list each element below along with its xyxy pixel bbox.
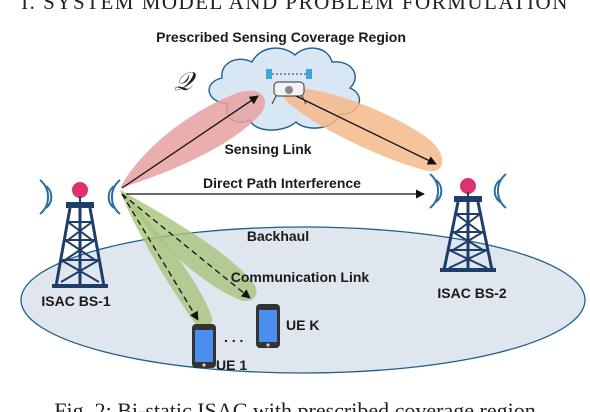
sensing-link-label: Sensing Link xyxy=(224,141,311,157)
bs2-label: ISAC BS-2 xyxy=(437,285,506,301)
phone-ue1-icon xyxy=(192,324,216,368)
sensing-beam-tx xyxy=(120,90,266,188)
section-header: I. SYSTEM MODEL AND PROBLEM FORMULATION xyxy=(21,0,569,14)
region-symbol: 𝒬 xyxy=(174,67,197,96)
figure-caption: Fig. 2: Bi-static ISAC with prescribed c… xyxy=(54,398,535,412)
drone-target-icon xyxy=(266,69,312,105)
bs1-tower-icon xyxy=(39,179,121,288)
region-title: Prescribed Sensing Coverage Region xyxy=(156,29,406,45)
sensing-arrow-rx xyxy=(295,95,437,165)
ue-ellipsis: . . . xyxy=(224,329,243,345)
phone-uek-icon xyxy=(256,304,280,348)
direct-path-label: Direct Path Interference xyxy=(203,175,361,191)
comm-link-label: Communication Link xyxy=(231,269,370,285)
sensing-arrow-tx xyxy=(121,95,259,189)
ue1-label: UE 1 xyxy=(216,357,247,373)
bs2-tower-icon xyxy=(429,173,507,272)
bs1-label: ISAC BS-1 xyxy=(41,293,110,309)
uek-label: UE K xyxy=(286,317,319,333)
backhaul-label: Backhaul xyxy=(247,228,309,244)
comm-arrow-ue1 xyxy=(121,193,199,321)
comm-arrow-uek xyxy=(121,193,251,299)
sensing-beam-rx xyxy=(282,87,443,172)
comm-beam-uek xyxy=(120,190,257,302)
comm-beam-ue1 xyxy=(120,190,213,327)
